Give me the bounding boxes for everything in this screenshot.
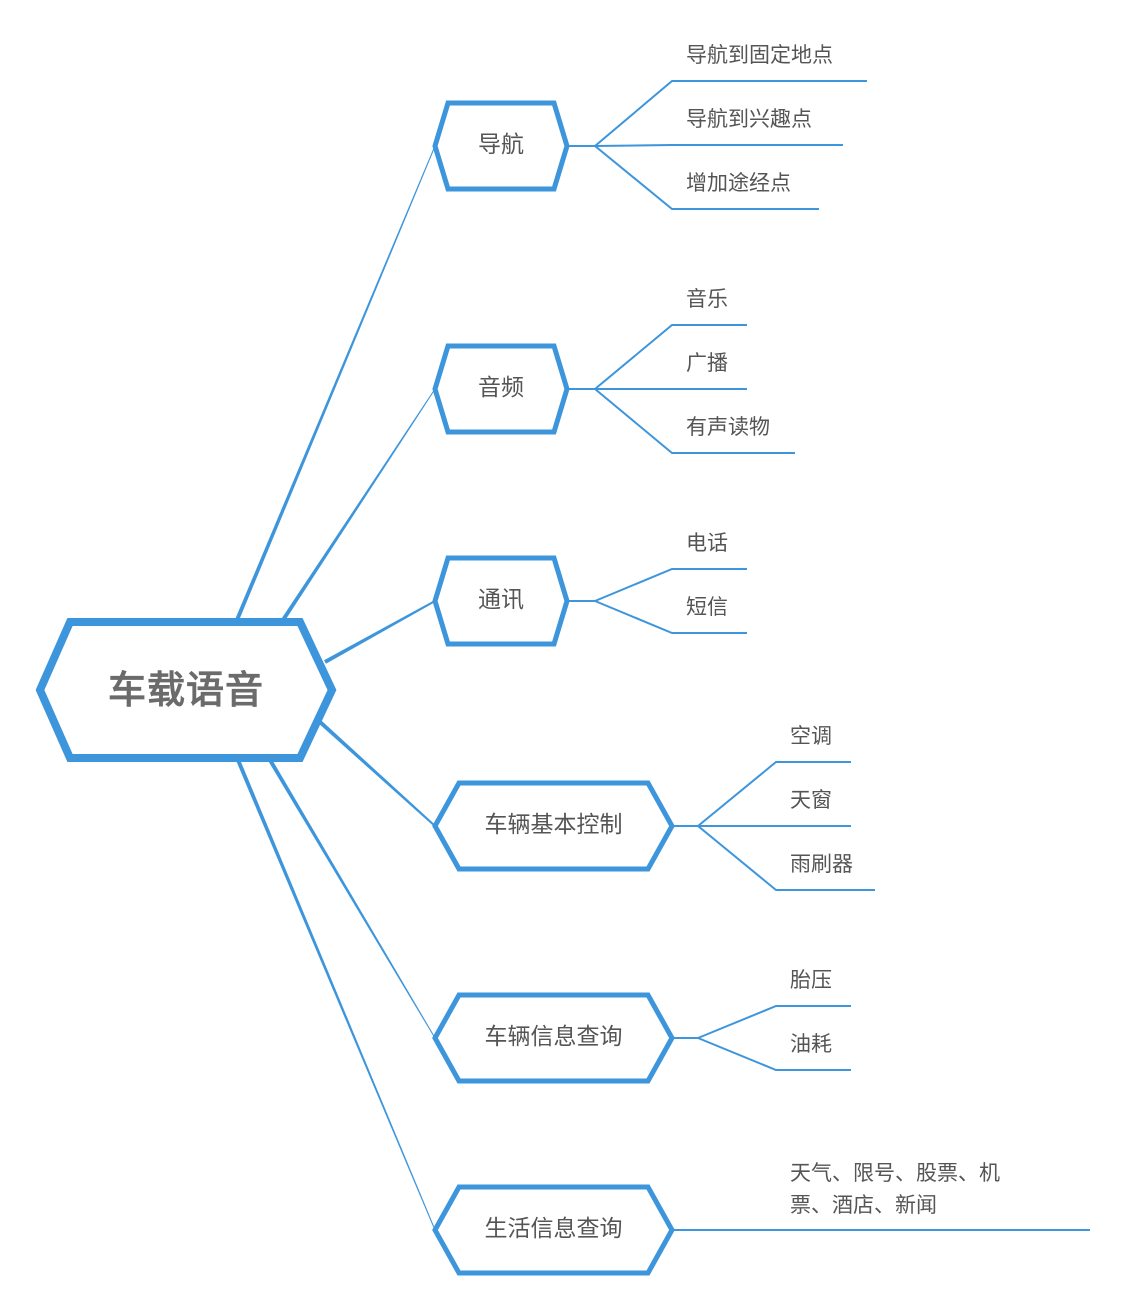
leaf-connector-line xyxy=(697,761,851,827)
leaf-connector-line xyxy=(594,80,867,147)
leaf-label[interactable]: 天窗 xyxy=(790,788,832,812)
branch-node-label[interactable]: 车辆信息查询 xyxy=(484,1024,623,1050)
leaf-label[interactable]: 雨刷器 xyxy=(790,852,853,876)
branch-node-label[interactable]: 通讯 xyxy=(478,587,524,613)
connector-root-to-branch-3 xyxy=(324,600,436,664)
branch-node-label[interactable]: 生活信息查询 xyxy=(484,1216,623,1242)
leaf-label[interactable]: 广播 xyxy=(686,351,728,375)
connector-root-to-branch-6 xyxy=(236,759,436,1231)
leaf-label[interactable]: 音乐 xyxy=(686,287,728,311)
connector-root-to-branch-2 xyxy=(281,388,436,622)
leaf-label[interactable]: 电话 xyxy=(686,531,728,555)
branch-node-label[interactable]: 车辆基本控制 xyxy=(484,812,623,838)
leaf-label[interactable]: 导航到兴趣点 xyxy=(686,107,812,131)
leaf-connector-line xyxy=(594,568,747,602)
leaf-connector-line xyxy=(594,600,747,634)
root-node-hexagon xyxy=(35,618,337,762)
leaf-connector-line xyxy=(594,324,747,390)
leaf-connector-line xyxy=(697,1005,851,1039)
leaf-label[interactable]: 有声读物 xyxy=(686,415,770,439)
root-node-label[interactable]: 车载语音 xyxy=(107,668,264,712)
leaf-connector-line xyxy=(594,388,795,454)
branch-node-label[interactable]: 导航 xyxy=(478,132,524,158)
leaf-label[interactable]: 增加途经点 xyxy=(686,171,791,195)
leaf-label[interactable]: 油耗 xyxy=(790,1032,832,1056)
connector-root-to-branch-1 xyxy=(235,145,436,621)
leaf-label[interactable]: 短信 xyxy=(686,595,728,619)
leaf-connector-line xyxy=(697,1037,851,1071)
leaf-label[interactable]: 天气、限号、股票、机 xyxy=(790,1161,1000,1185)
leaf-label[interactable]: 胎压 xyxy=(790,968,832,992)
branch-node-label[interactable]: 音频 xyxy=(478,375,524,401)
leaf-connector-line xyxy=(594,145,819,210)
connector-root-to-branch-4 xyxy=(318,720,436,827)
connector-root-to-branch-5 xyxy=(268,758,436,1039)
leaf-label[interactable]: 票、酒店、新闻 xyxy=(790,1193,937,1217)
leaf-label[interactable]: 空调 xyxy=(790,724,832,748)
leaf-connector-line xyxy=(594,144,843,147)
leaf-connector-line xyxy=(697,825,875,891)
leaf-label[interactable]: 导航到固定地点 xyxy=(686,43,833,67)
